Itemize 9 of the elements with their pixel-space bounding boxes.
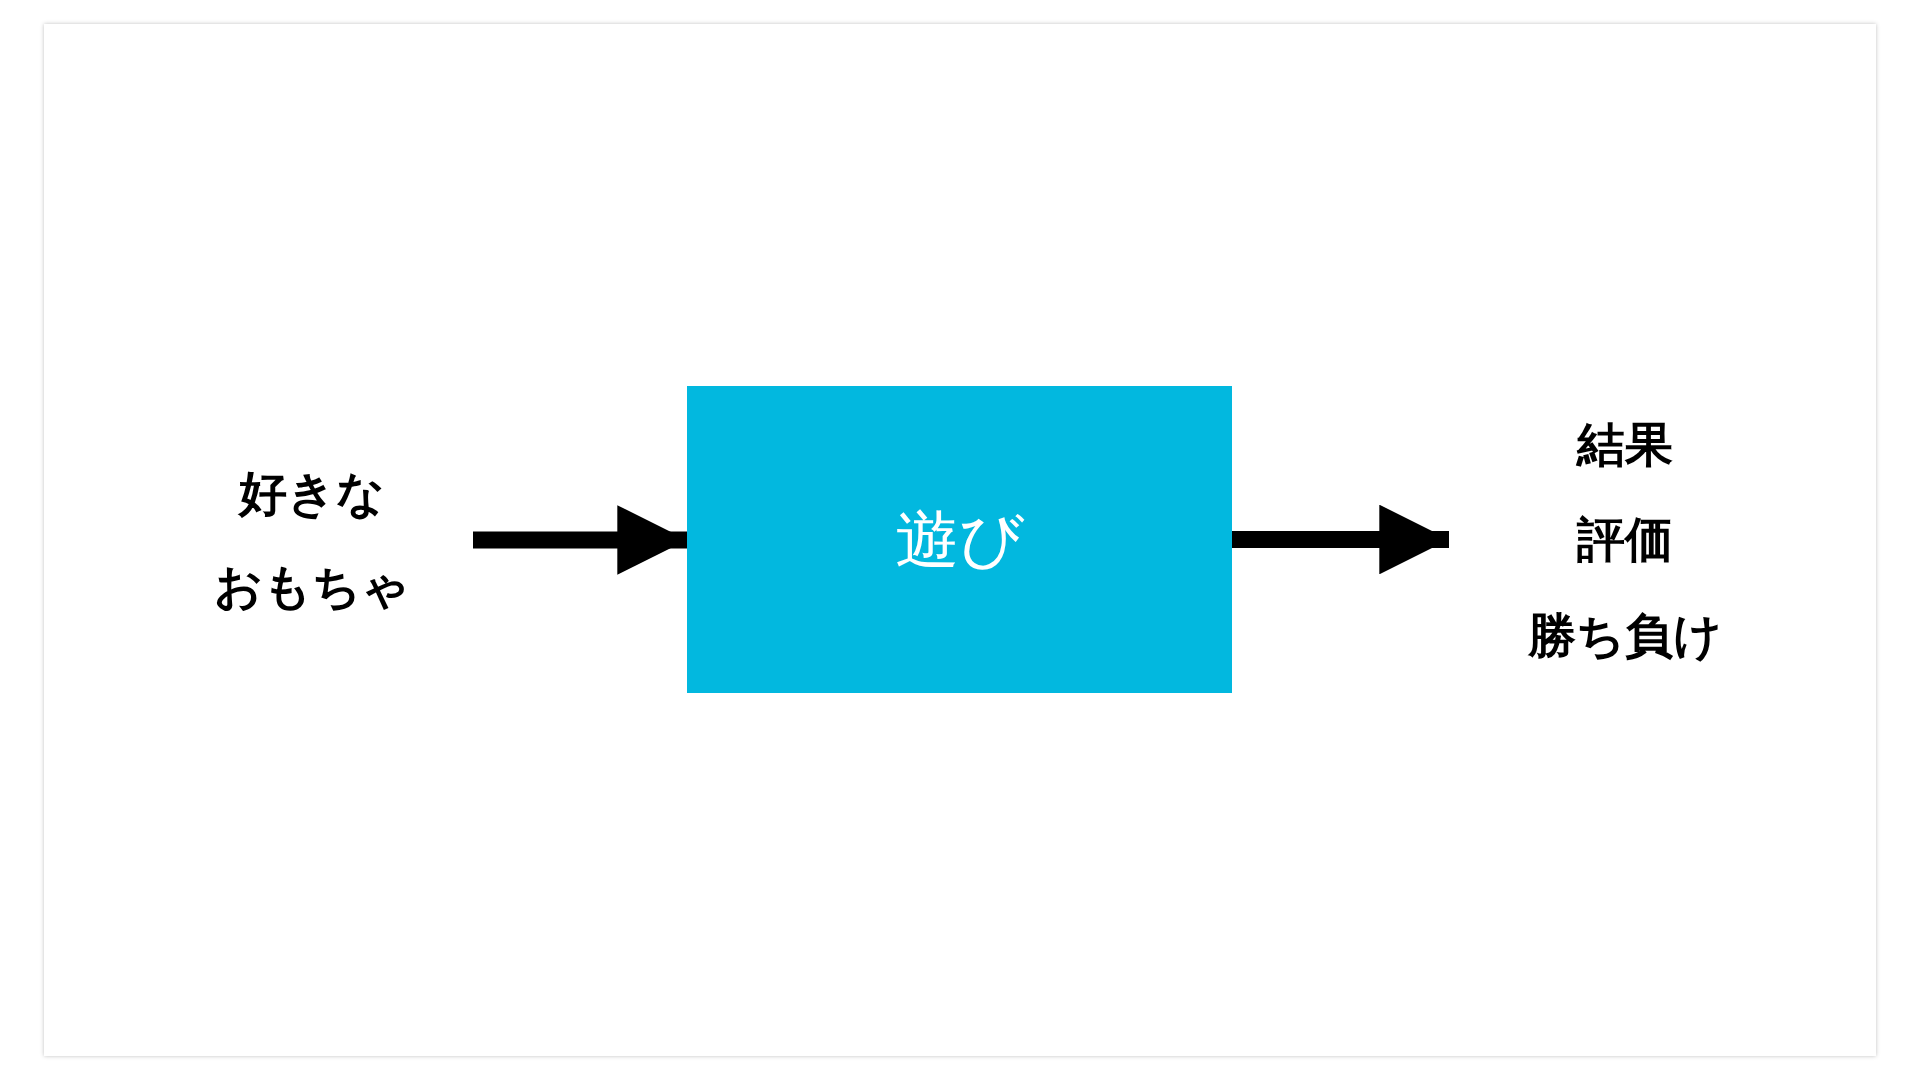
arrow <box>1232 504 1449 575</box>
box-label: 遊び <box>894 502 1025 577</box>
node-label: おもちゃ <box>213 559 410 615</box>
node-label: 好きな <box>238 465 385 521</box>
process-box <box>687 386 1232 693</box>
node-label: 評価 <box>1577 512 1673 568</box>
node-label: 勝ち負け <box>1528 607 1722 663</box>
arrow <box>473 505 687 575</box>
node-label: 結果 <box>1577 417 1673 473</box>
